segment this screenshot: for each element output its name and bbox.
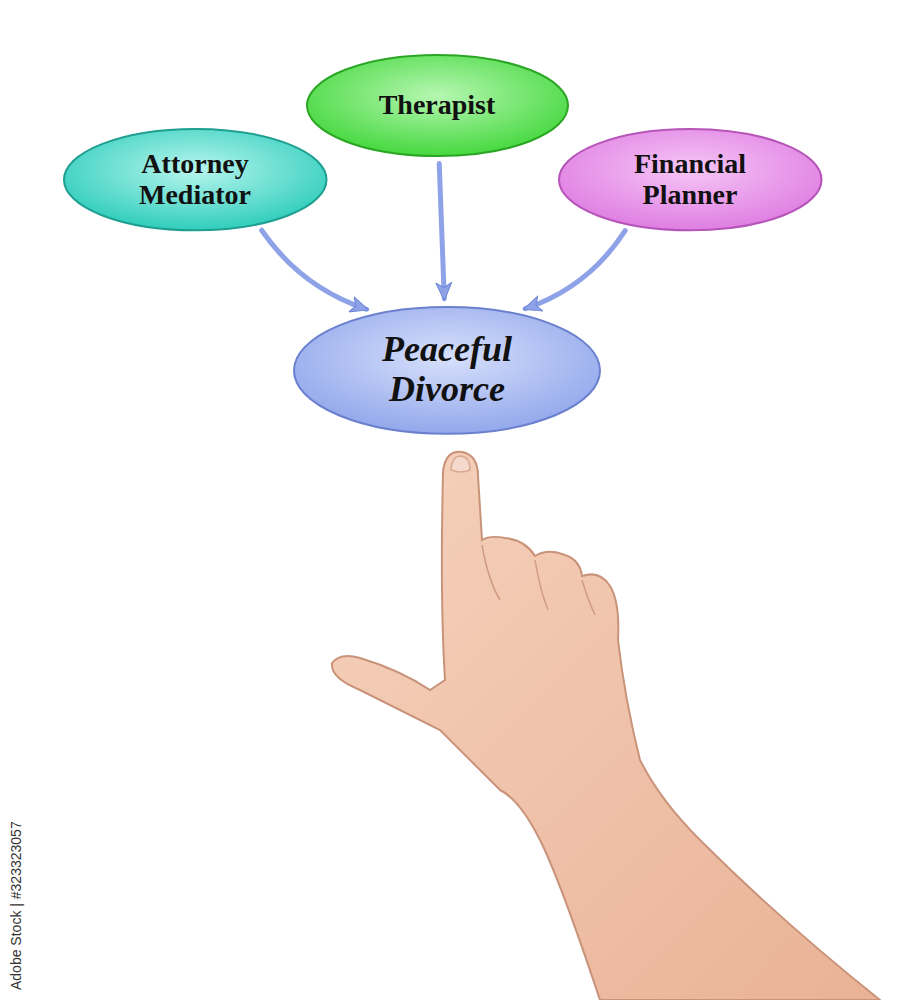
watermark-text: Adobe Stock | #323323057	[8, 821, 24, 990]
pointing-hand	[332, 452, 880, 1000]
ellipse-shape	[64, 129, 327, 230]
flow-arrow	[262, 230, 367, 309]
ellipse-node: Peaceful Divorce	[292, 305, 602, 436]
knuckle-crease	[482, 545, 595, 615]
flow-arrow	[525, 231, 625, 309]
fingernail	[451, 456, 470, 472]
flow-arrow	[439, 163, 444, 298]
ellipse-node: Attorney Mediator	[62, 127, 329, 232]
ellipse-node: Financial Planner	[557, 127, 824, 232]
ellipse-shape	[559, 129, 822, 230]
ellipse-shape	[307, 55, 568, 156]
node-label: Therapist	[379, 90, 496, 121]
node-label: Financial Planner	[605, 149, 775, 211]
node-label: Peaceful Divorce	[347, 330, 547, 409]
ellipse-node: Therapist	[305, 53, 570, 158]
node-label: Attorney Mediator	[110, 149, 280, 211]
ellipse-shape	[294, 307, 600, 434]
